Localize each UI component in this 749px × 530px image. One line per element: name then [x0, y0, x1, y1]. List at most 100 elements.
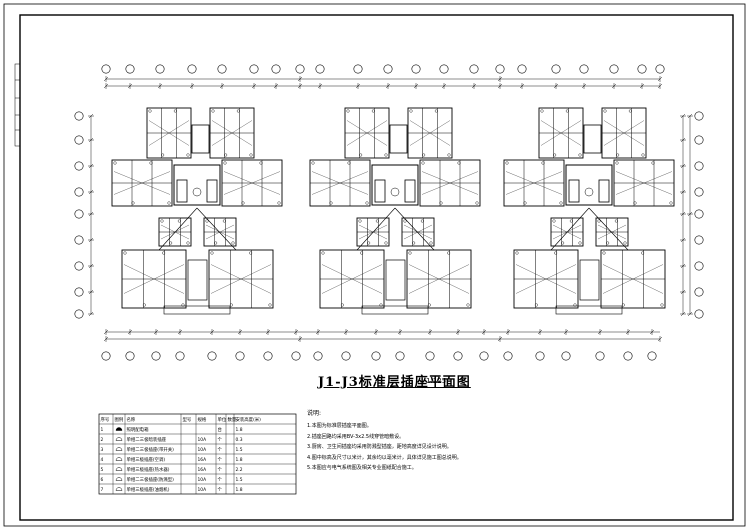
- wiring-line: [408, 264, 470, 294]
- legend-symbol-icon: [115, 467, 123, 471]
- socket-symbol: [602, 251, 606, 255]
- axis-bubble: [74, 161, 84, 171]
- socket-symbol: [249, 153, 253, 157]
- axis-bubble: [74, 261, 84, 271]
- socket-symbol: [241, 201, 245, 205]
- socket-symbol: [434, 109, 438, 113]
- elevator-shaft: [404, 179, 416, 203]
- legend-cell: 台: [218, 426, 223, 433]
- socket-symbol: [365, 201, 369, 205]
- socket-symbol: [403, 219, 407, 223]
- legend-cell: 个: [218, 467, 223, 473]
- socket-symbol: [367, 241, 371, 245]
- axis-bubble: [535, 351, 545, 361]
- socket-symbol: [505, 161, 509, 165]
- legend-header-cell: 数量: [228, 416, 237, 423]
- axis-bubble: [395, 351, 405, 361]
- drawing-title: J1-J3标准层插座平面图: [318, 375, 471, 390]
- socket-symbol: [606, 241, 610, 245]
- socket-symbol: [229, 303, 233, 307]
- socket-symbol: [515, 251, 519, 255]
- axis-bubble: [217, 64, 227, 74]
- socket-symbol: [268, 303, 272, 307]
- legend-cell: 1.5: [236, 447, 243, 453]
- axis-bubble: [125, 64, 135, 74]
- axis-bubble: [249, 64, 259, 74]
- socket-symbol: [311, 161, 315, 165]
- axis-bubble: [579, 64, 589, 74]
- socket-symbol: [540, 109, 544, 113]
- wiring-line: [403, 224, 433, 240]
- legend-cell: 单相二三极插座(防溅型): [127, 476, 175, 483]
- legend-cell: 单相二三极暗装插座: [127, 436, 167, 443]
- wiring-line: [602, 264, 664, 294]
- socket-symbol: [371, 109, 375, 113]
- wiring-line: [515, 264, 577, 294]
- binding-strip: [14, 63, 21, 147]
- socket-symbol: [559, 201, 563, 205]
- axis-bubble: [694, 235, 704, 245]
- socket-symbol: [621, 303, 625, 307]
- axis-bubble: [271, 64, 281, 74]
- legend-header-cell: 型号: [183, 416, 192, 423]
- socket-symbol: [457, 161, 461, 165]
- wiring-line: [321, 264, 383, 294]
- legend-cell: 个: [218, 487, 223, 493]
- legend-cell: 16A: [198, 467, 207, 473]
- socket-symbol: [346, 109, 350, 113]
- wiring-line: [311, 171, 369, 195]
- note-line: 3.厨房、卫生间插座均采用防溅型插座，距地高度详见设计说明。: [307, 444, 452, 450]
- socket-symbol: [409, 109, 413, 113]
- shaft-core: [385, 259, 406, 301]
- socket-symbol: [408, 251, 412, 255]
- legend-cell: 0.3: [236, 437, 243, 443]
- legend-cell: 单相三极插座(空调): [127, 456, 166, 463]
- axis-bubble: [694, 187, 704, 197]
- socket-symbol: [541, 161, 545, 165]
- diagonal-wall: [356, 207, 396, 251]
- axis-bubble: [647, 351, 657, 361]
- legend-header-cell: 规格: [198, 416, 207, 423]
- axis-bubble: [694, 309, 704, 319]
- socket-symbol: [554, 251, 558, 255]
- legend-cell: 个: [218, 477, 223, 483]
- legend-header-cell: 单位: [218, 416, 227, 423]
- socket-symbol: [205, 219, 209, 223]
- wiring-line: [505, 171, 563, 195]
- wiring-line: [223, 171, 281, 195]
- socket-symbol: [186, 153, 190, 157]
- axis-bubble: [637, 64, 647, 74]
- socket-symbol: [669, 201, 673, 205]
- legend-cell: 16A: [198, 457, 207, 463]
- axis-bubble: [453, 351, 463, 361]
- socket-symbol: [534, 303, 538, 307]
- socket-symbol: [603, 109, 607, 113]
- socket-symbol: [259, 161, 263, 165]
- axis-bubbles: [74, 64, 704, 361]
- socket-symbol: [427, 303, 431, 307]
- legend-symbol-icon: [115, 437, 123, 441]
- axis-bubble: [313, 351, 323, 361]
- socket-symbol: [561, 241, 565, 245]
- axis-bubble: [235, 351, 245, 361]
- socket-symbol: [614, 219, 618, 223]
- axis-bubble: [411, 64, 421, 74]
- legend-symbol-icon: [115, 487, 123, 491]
- wiring-line: [346, 120, 388, 146]
- diagonal-wall: [588, 207, 629, 251]
- socket-symbol: [113, 161, 117, 165]
- wiring-line: [597, 224, 627, 240]
- socket-symbol: [347, 161, 351, 165]
- socket-symbol: [553, 153, 557, 157]
- legend-cell: 个: [218, 447, 223, 453]
- diagonal-wall: [394, 207, 435, 251]
- stair-core: [191, 124, 210, 154]
- legend-cell: 单相三极插座(热水器): [127, 466, 170, 473]
- socket-symbol: [236, 109, 240, 113]
- axis-bubble: [295, 64, 305, 74]
- socket-symbol: [131, 201, 135, 205]
- socket-symbol: [578, 153, 582, 157]
- socket-symbol: [384, 241, 388, 245]
- socket-symbol: [422, 153, 426, 157]
- building-block: [503, 107, 675, 315]
